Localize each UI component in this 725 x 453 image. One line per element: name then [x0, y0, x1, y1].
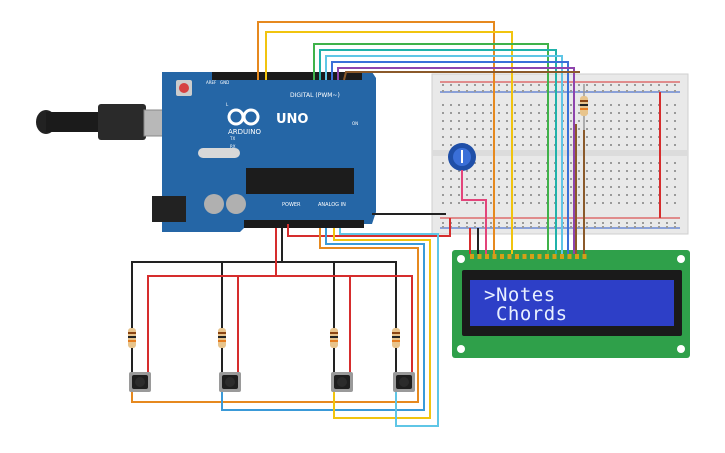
rx-label: RX: [230, 144, 236, 149]
aref-label: AREF: [206, 80, 217, 85]
lcd-screen: [470, 280, 674, 326]
lcd-module: [452, 250, 690, 358]
push-button: [219, 372, 241, 392]
power-label: POWER: [282, 202, 301, 208]
button-resistor: [218, 328, 226, 348]
board-brand: ARDUINO: [228, 128, 261, 136]
gnd-label: GND: [220, 80, 229, 85]
lcd-line-1: >Notes: [484, 284, 556, 306]
button-resistor: [330, 328, 338, 348]
button-wires: [131, 228, 439, 427]
usb-cable: [36, 104, 175, 140]
l-label: L: [226, 102, 229, 107]
push-button: [393, 372, 415, 392]
potentiometer: [448, 143, 476, 171]
button-resistor: [128, 328, 136, 348]
push-button: [331, 372, 353, 392]
button-resistors: [128, 328, 400, 348]
breadboard-resistor: [580, 84, 588, 130]
on-label: ON: [352, 121, 358, 126]
push-buttons: [129, 372, 415, 392]
arduino-board: ARDUINO UNO DIGITAL (PWM~) POWER ANALOG …: [152, 72, 376, 232]
digital-label: DIGITAL (PWM~): [290, 92, 340, 99]
signal-wires: [257, 21, 661, 254]
analog-label: ANALOG IN: [318, 202, 346, 208]
tx-label: TX: [229, 136, 235, 141]
button-resistor: [392, 328, 400, 348]
push-button: [129, 372, 151, 392]
lcd-line-2: Chords: [484, 303, 568, 325]
board-model: UNO: [276, 112, 309, 127]
